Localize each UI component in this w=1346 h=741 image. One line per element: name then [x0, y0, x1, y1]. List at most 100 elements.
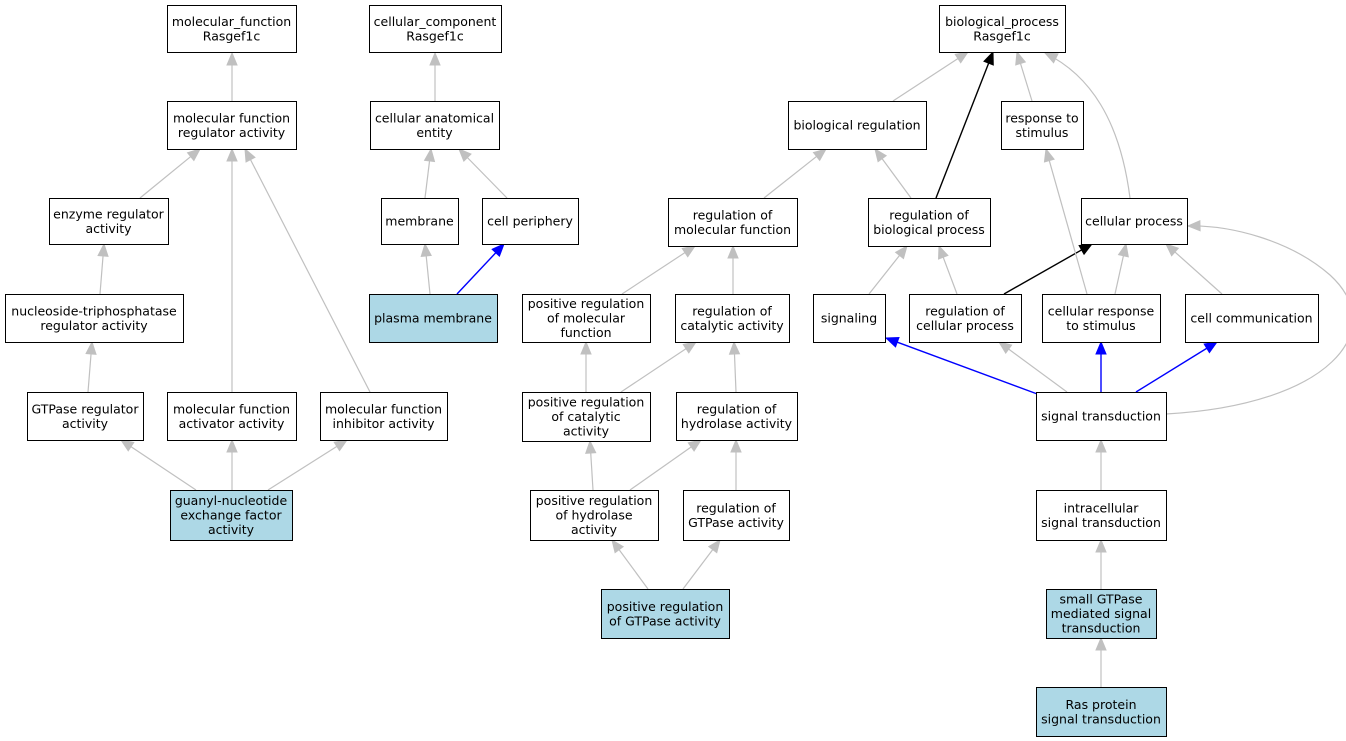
- node-box: [167, 101, 297, 150]
- edge-arrowhead: [1043, 52, 1059, 64]
- node-label-line: regulator activity: [40, 318, 148, 333]
- node-box: [1001, 101, 1084, 150]
- edge-cell_resp-to-cell_proc: [1114, 242, 1129, 295]
- node-label-line: regulation of: [697, 401, 777, 416]
- node-label-line: molecular function: [173, 401, 290, 416]
- edge-arrowhead: [983, 50, 994, 66]
- node-box: [49, 198, 169, 245]
- edge-arrowhead: [1095, 636, 1107, 651]
- go-term-node-signaling[interactable]: signaling: [813, 294, 886, 343]
- node-box: [1036, 392, 1167, 441]
- edge-arrowhead: [997, 341, 1013, 355]
- edge-arrowhead: [1015, 50, 1027, 66]
- node-label-line: cellular process: [916, 318, 1014, 333]
- node-label-line: guanyl-nucleotide: [175, 493, 288, 508]
- edge-line: [87, 352, 92, 393]
- node-label-line: positive regulation: [536, 493, 653, 508]
- edge-arrowhead: [333, 439, 349, 452]
- edge-arrowhead: [226, 51, 238, 66]
- node-label-line: molecular_function: [172, 14, 291, 29]
- edge-arrowhead: [458, 148, 472, 162]
- node-label-line: intracellular: [1064, 500, 1140, 515]
- edge-arrowhead: [687, 439, 703, 452]
- go-term-node-plasma-mem[interactable]: plasma membrane: [369, 294, 498, 343]
- edge-line: [935, 61, 990, 199]
- edge-line: [621, 251, 687, 295]
- edge-resp_stim-to-bp_root: [1015, 50, 1033, 102]
- edge-arrowhead: [682, 341, 698, 354]
- edge-arrowhead: [884, 336, 900, 348]
- node-box: [369, 5, 502, 53]
- edge-arrowhead: [1078, 243, 1094, 256]
- edge-arrowhead: [420, 242, 432, 258]
- node-label-line: biological regulation: [793, 118, 920, 133]
- node-box: [868, 198, 991, 247]
- edge-line: [868, 254, 901, 295]
- go-term-node-cell-proc[interactable]: cellular process: [1081, 198, 1188, 245]
- edge-arrowhead: [727, 244, 739, 259]
- go-term-node-membrane[interactable]: membrane: [381, 198, 459, 245]
- node-box: [522, 294, 651, 343]
- node-label-line: cell communication: [1190, 311, 1312, 326]
- edge-arrowhead: [938, 244, 949, 260]
- edge-pos_reg_hydro-to-pos_reg_cat: [585, 439, 597, 491]
- node-label-line: entity: [416, 125, 453, 140]
- edge-mf_reg-to-mf_root: [226, 51, 238, 101]
- node-box: [1081, 198, 1188, 245]
- edge-arrowhead: [97, 242, 109, 257]
- edge-mf_inh-to-mf_reg: [244, 147, 371, 393]
- node-label-line: transduction: [1062, 621, 1141, 636]
- edge-arrowhead: [85, 340, 97, 355]
- edge-signaling-to-reg_bioproc: [868, 244, 908, 295]
- edge-line: [1135, 347, 1209, 393]
- edge-arrowhead: [611, 538, 625, 554]
- edge-small_gtpase-to-intra_sig: [1095, 538, 1107, 589]
- node-label-line: positive regulation: [528, 395, 645, 410]
- edge-line: [629, 445, 693, 491]
- node-box: [530, 490, 659, 541]
- edge-line: [1003, 248, 1083, 295]
- node-label-line: signal transduction: [1041, 515, 1161, 530]
- go-term-node-bio-reg[interactable]: biological regulation: [788, 101, 927, 150]
- node-label-line: signal transduction: [1041, 409, 1161, 424]
- go-term-node-sig-trans[interactable]: signal transduction: [1036, 392, 1167, 441]
- edge-gef-to-mf_act: [226, 438, 238, 490]
- edge-membrane-to-cae: [423, 147, 436, 199]
- node-label-line: mediated signal: [1051, 606, 1151, 621]
- node-box: [381, 198, 459, 245]
- edge-reg_molfun-to-bio_reg: [763, 148, 828, 199]
- node-label-line: cellular process: [1085, 214, 1183, 229]
- edge-reg_cellproc-to-cell_proc: [1003, 243, 1094, 295]
- edge-mf_act-to-mf_reg: [226, 147, 238, 392]
- node-label-line: molecular function: [325, 401, 442, 416]
- go-term-node-cell-comm[interactable]: cell communication: [1185, 294, 1319, 343]
- edge-cell_periph-to-cae: [458, 148, 508, 199]
- go-term-node-cell-periph[interactable]: cell periphery: [482, 198, 579, 245]
